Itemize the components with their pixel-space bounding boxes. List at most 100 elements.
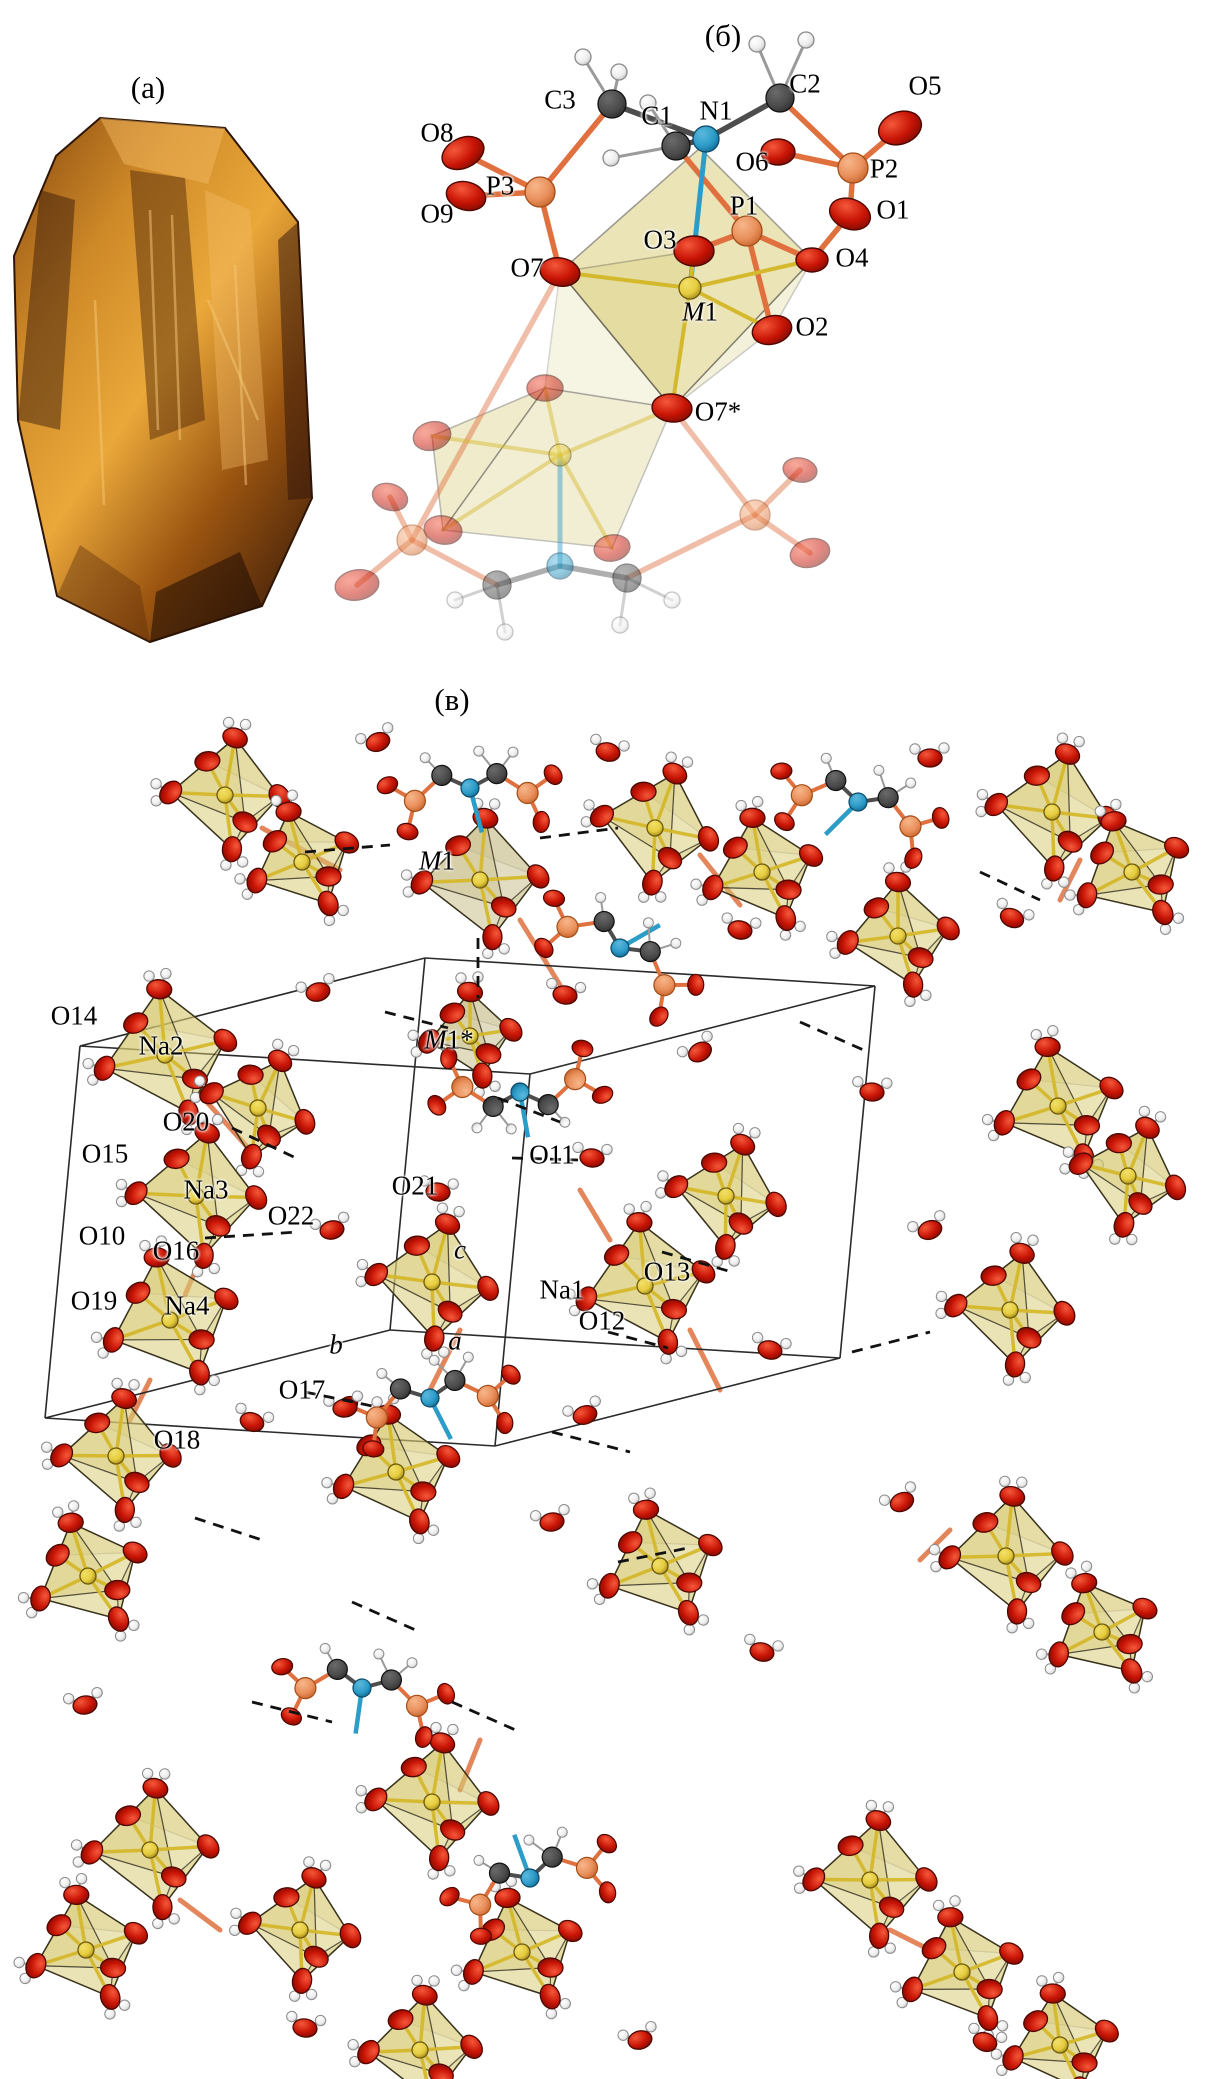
crystal-facet	[18, 190, 75, 430]
oxygen-atom	[662, 762, 688, 785]
hydrogen-bond	[251, 1700, 333, 1724]
h-atom	[1110, 798, 1122, 811]
oxygen-atom	[1023, 765, 1051, 786]
p-atom	[294, 1677, 317, 1700]
oxygen-atom	[423, 515, 463, 545]
oxygen-atom	[280, 1707, 302, 1726]
h-atom	[1023, 909, 1035, 921]
h-atom	[287, 1044, 300, 1057]
h-atom	[602, 149, 620, 167]
h-atom	[337, 1211, 350, 1224]
h-atom	[1154, 1111, 1167, 1123]
oxygen-atom	[936, 916, 960, 941]
h-atom	[376, 1367, 388, 1379]
oxygen-atom	[1061, 1602, 1086, 1626]
h-atom	[444, 1865, 456, 1877]
h-atom	[498, 943, 510, 955]
h-atom	[949, 1895, 961, 1907]
oxygen-atom	[676, 1572, 703, 1593]
h-atom	[412, 1532, 425, 1545]
oxygen-atom	[221, 836, 243, 863]
sodium-octahedron	[17, 1500, 148, 1642]
oxygen-atom	[114, 1496, 135, 1524]
oxygen-atom	[868, 1922, 890, 1949]
c-atom	[765, 83, 795, 113]
oxygen-atom	[72, 1695, 98, 1715]
sodium-octahedron	[90, 1235, 239, 1396]
n-atom	[848, 792, 868, 812]
sodium-octahedron	[990, 1971, 1119, 2079]
sodium-octahedron	[889, 1895, 1024, 2041]
p-atom	[451, 1075, 474, 1099]
h-atom	[794, 920, 806, 933]
na-atom	[1049, 1097, 1067, 1115]
oxygen-atom	[627, 2030, 653, 2050]
oxygen-atom	[944, 1293, 968, 1318]
oxygen-atom	[984, 792, 1009, 817]
na-o-bond	[194, 1132, 209, 1197]
na-atom	[141, 1841, 159, 1859]
na-atom	[161, 1311, 179, 1329]
oxygen-atom	[603, 1244, 630, 1266]
oxygen-atom	[294, 1108, 316, 1135]
h-atom	[610, 63, 628, 81]
oxygen-atom	[292, 2018, 318, 2038]
oxygen-atom	[123, 1012, 149, 1034]
n-atom	[692, 125, 720, 153]
water-molecule	[907, 1210, 946, 1241]
sodium-octahedron	[655, 1122, 787, 1268]
water-molecule	[529, 1504, 570, 1532]
oxygen-atom	[795, 247, 829, 273]
p-atom	[790, 784, 813, 807]
na-atom	[953, 1963, 971, 1981]
h-atom	[158, 1768, 171, 1780]
h-atom	[488, 798, 501, 810]
oxygen-atom	[836, 930, 859, 955]
oxygen-atom	[1076, 882, 1098, 909]
oxygen-atom	[194, 1122, 220, 1144]
n-atom	[546, 552, 574, 580]
h-atom	[968, 2022, 980, 2035]
h-atom	[701, 1030, 713, 1043]
oxygen-atom	[194, 750, 221, 772]
h-atom	[52, 1506, 64, 1518]
h-atom	[752, 795, 764, 808]
h-atom	[286, 2010, 298, 2023]
oxygen-atom	[697, 826, 720, 852]
na-atom	[636, 1277, 654, 1295]
water-molecule	[355, 722, 394, 753]
oxygen-atom	[1039, 1983, 1066, 2004]
oxygen-atom	[1094, 2019, 1119, 2043]
oxygen-atom	[1105, 1132, 1132, 1154]
oxygen-atom	[104, 1579, 131, 1601]
na-atom	[1119, 1167, 1137, 1185]
p-atom	[731, 215, 763, 247]
bond	[624, 512, 758, 581]
n-atom	[460, 778, 480, 798]
sodium-octahedron	[586, 1487, 723, 1636]
h-atom	[239, 718, 252, 731]
oxygen-atom	[673, 235, 715, 267]
c-atom	[537, 1093, 559, 1116]
oxygen-atom	[798, 844, 824, 867]
oxygen-atom	[865, 1810, 892, 1832]
h-atom	[70, 1839, 83, 1851]
h-atom	[347, 2039, 359, 2051]
h-atom	[981, 1113, 994, 1126]
na-atom	[293, 853, 311, 871]
hydrogen-bond	[194, 1516, 263, 1542]
oxygen-atom	[579, 1148, 605, 1168]
h-atom	[749, 1127, 761, 1139]
oxygen-atom	[445, 180, 487, 212]
oxygen-atom	[1165, 1174, 1187, 1201]
sodium-octahedron	[1064, 798, 1190, 935]
oxygen-atom	[1048, 1641, 1069, 1668]
sodium-octahedron	[826, 861, 960, 1007]
h-atom	[572, 1141, 584, 1154]
h-atom	[505, 1123, 517, 1135]
oxygen-atom	[84, 1412, 111, 1434]
h-atom	[91, 1687, 103, 1699]
na-atom	[1093, 1623, 1111, 1641]
h-atom	[193, 1075, 206, 1087]
h-atom	[820, 752, 832, 764]
